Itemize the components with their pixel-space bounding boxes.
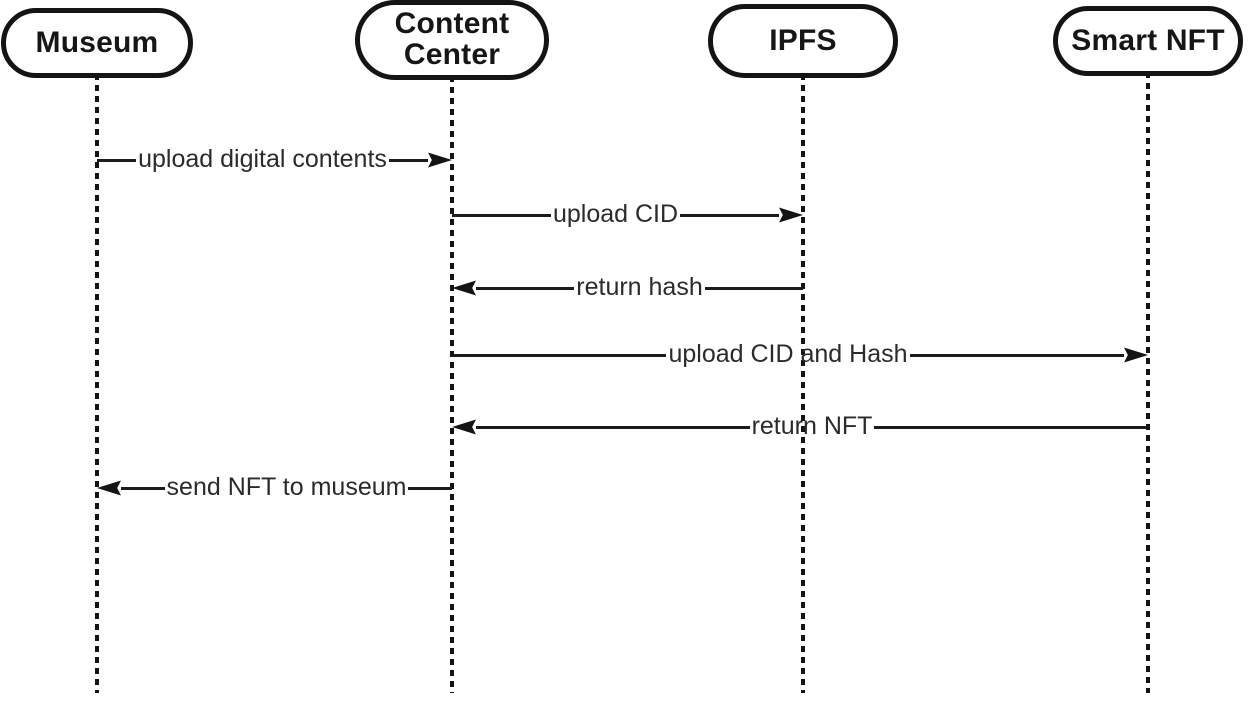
arrowhead-right-icon (779, 207, 804, 223)
message-line (452, 353, 667, 357)
message-label: upload digital contents (138, 144, 387, 173)
arrowhead-left-icon (452, 419, 476, 435)
message-line (121, 486, 165, 490)
message-5: return NFT (452, 411, 1149, 443)
actor-label: Smart NFT (1071, 23, 1225, 57)
actor-content-center: Content Center (355, 0, 549, 80)
actor-museum: Museum (1, 8, 193, 78)
message-line (97, 158, 137, 162)
lifeline-content-center (450, 76, 454, 693)
message-1: upload digital contents (97, 144, 453, 176)
message-4: upload CID and Hash (452, 339, 1149, 371)
message-line (476, 425, 750, 429)
message-line (452, 213, 551, 217)
message-line (388, 158, 429, 162)
message-2: upload CID (452, 199, 804, 231)
actor-smart-nft: Smart NFT (1053, 6, 1243, 76)
message-label: send NFT to museum (166, 472, 407, 501)
arrowhead-right-icon (428, 152, 453, 168)
message-label: upload CID (552, 199, 679, 228)
message-line (874, 425, 1149, 429)
lifeline-museum (95, 74, 99, 693)
message-line (704, 286, 803, 290)
message-label: return hash (576, 272, 703, 301)
actor-label: Museum (35, 25, 159, 59)
actor-ipfs: IPFS (708, 4, 898, 78)
message-label: return NFT (751, 411, 873, 440)
message-line (476, 286, 575, 290)
actor-label: Content Center (394, 7, 510, 71)
message-line (408, 486, 452, 490)
message-3: return hash (452, 272, 803, 304)
lifeline-smart-nft (1146, 72, 1150, 693)
arrowhead-left-icon (452, 280, 476, 296)
arrowhead-right-icon (1124, 347, 1149, 363)
message-6: send NFT to museum (97, 472, 452, 504)
message-label: upload CID and Hash (668, 339, 908, 368)
actor-label: IPFS (769, 23, 837, 57)
arrowhead-left-icon (97, 480, 121, 496)
message-line (680, 213, 780, 217)
message-line (909, 353, 1125, 357)
lifeline-ipfs (801, 74, 805, 693)
